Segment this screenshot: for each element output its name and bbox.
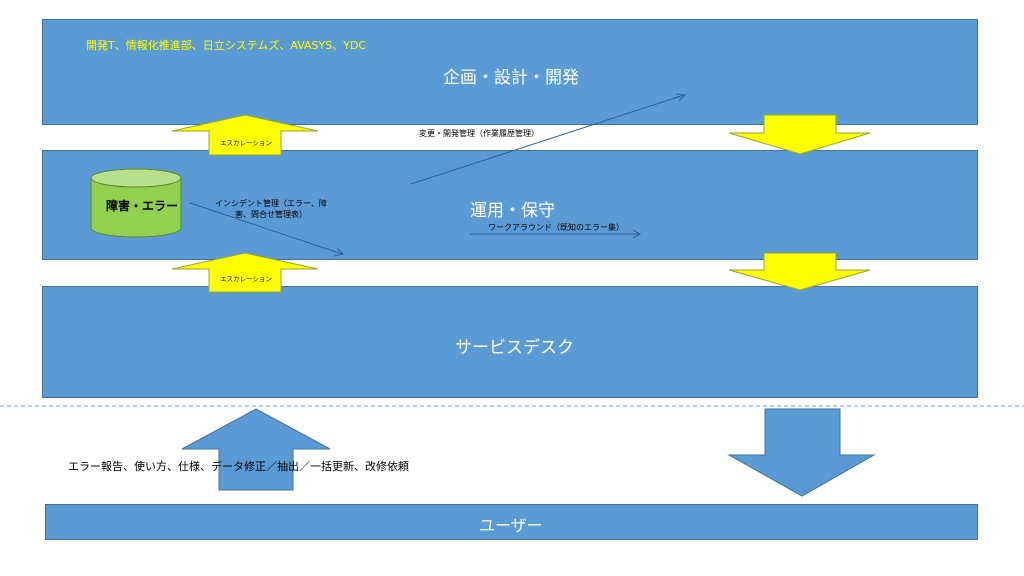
- user-requests-label: エラー報告、使い方、仕様、データ修正／抽出／一括更新、改修依頼: [68, 460, 409, 473]
- service-desk-band: [42, 286, 978, 398]
- ops-title: 運用・保守: [470, 201, 555, 221]
- database-label: 障害・エラー: [106, 199, 179, 213]
- incident-mgmt-line: [189, 202, 343, 255]
- user-band: [45, 504, 978, 540]
- escalation-label-1: エスカレーション: [220, 139, 272, 147]
- flow-arrow-down-1: [728, 114, 871, 155]
- escalation-label-2: エスカレーション: [220, 275, 272, 283]
- flow-arrow-down-2: [728, 252, 871, 291]
- incident-mgmt-label-2: 害、問合せ管理表）: [235, 210, 307, 219]
- change-mgmt-line: [410, 94, 685, 185]
- user-title: ユーザー: [479, 516, 543, 535]
- ops-band: [42, 150, 978, 260]
- change-mgmt-arrowhead: [675, 93, 687, 102]
- escalation-arrow-up-2: [171, 252, 319, 293]
- workaround-arrowhead: [632, 229, 642, 239]
- change-mgmt-label: 変更・開発管理（作業履歴管理）: [419, 129, 539, 138]
- request-arrow-up: [181, 408, 331, 491]
- incident-mgmt-label-1: インシデント管理（エラー、障: [215, 199, 327, 208]
- dev-title: 企画・設計・開発: [443, 68, 579, 88]
- response-arrow-down: [727, 408, 876, 497]
- incident-mgmt-arrowhead: [333, 247, 344, 257]
- dev-band: [42, 19, 978, 125]
- workaround-label: ワークアラウンド（既知のエラー集）: [488, 223, 624, 232]
- escalation-arrow-up-1: [171, 114, 319, 156]
- dev-org-list: 開発T、情報化推進部、日立システムズ、AVASYS、YDC: [86, 39, 367, 52]
- incident-database-icon: [90, 168, 182, 238]
- service-desk-title: サービスデスク: [455, 338, 574, 358]
